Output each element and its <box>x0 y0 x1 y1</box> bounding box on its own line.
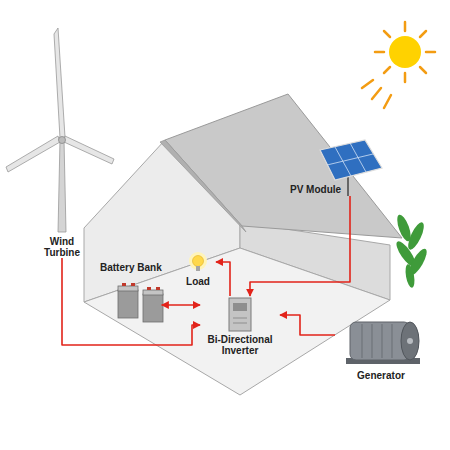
turbine-hub <box>59 137 66 144</box>
plant-leaf <box>404 263 416 288</box>
generator-fins-part <box>371 324 372 358</box>
pv-module-node: PV Module <box>290 138 382 196</box>
battery-top <box>143 290 163 295</box>
bulb-glass <box>193 256 204 267</box>
inverter-slot <box>233 318 247 319</box>
battery-terminal <box>156 287 160 290</box>
component-label: Load <box>180 276 216 287</box>
generator-node: Generator <box>335 312 427 381</box>
power-wire <box>250 196 350 296</box>
inverter-slot <box>233 323 247 324</box>
house-floor <box>84 248 390 395</box>
generator-end <box>401 322 419 360</box>
sun-rays-part <box>420 31 426 37</box>
power-wire <box>280 315 335 335</box>
power-wire <box>62 258 200 345</box>
generator-symbol <box>346 322 420 364</box>
sun-rays-part <box>362 80 373 88</box>
house-roof <box>165 94 402 238</box>
generator-fins-part <box>361 324 362 358</box>
sun-rays <box>362 22 435 108</box>
plant <box>393 213 430 288</box>
turbine-tower <box>58 140 66 232</box>
battery <box>118 290 138 318</box>
sun-rays-part <box>404 73 407 82</box>
turbine-blade <box>64 136 114 164</box>
bulb-base <box>196 266 200 271</box>
inverter-node: Bi-Directional Inverter <box>200 296 280 356</box>
battery-top <box>118 286 138 291</box>
component-label: Bi-Directional Inverter <box>200 334 280 356</box>
inverter-symbol <box>229 298 251 331</box>
generator-fins-part <box>391 324 392 358</box>
plant-leaf <box>405 220 427 251</box>
panel-grid-part <box>327 154 373 165</box>
power-wire <box>216 262 230 296</box>
sun-disc <box>389 36 421 68</box>
component-label: Battery Bank <box>100 262 162 273</box>
sun-rays-part <box>384 67 390 73</box>
inverter-display <box>233 303 247 311</box>
generator-fins-part <box>381 324 382 358</box>
turbine-blade <box>6 136 60 172</box>
load-node: Load <box>180 252 216 296</box>
sun-rays-part <box>426 51 435 54</box>
battery-terminal <box>131 283 135 286</box>
battery <box>143 294 163 322</box>
component-label: Wind Turbine <box>36 236 88 258</box>
generator-shaft <box>407 338 413 344</box>
power-wire <box>162 304 200 306</box>
sun-rays-part <box>404 22 407 31</box>
sun-rays-part <box>384 95 391 108</box>
battery-terminal <box>122 283 126 286</box>
battery-bank-symbol <box>118 283 163 322</box>
sun-rays-part <box>384 31 390 37</box>
component-label: Generator <box>335 370 427 381</box>
wind-turbine <box>6 28 114 232</box>
sun <box>362 22 435 108</box>
bulb <box>189 252 207 271</box>
sun-rays-part <box>375 51 384 54</box>
component-label: PV Module <box>290 184 382 195</box>
wind-turbine-node: Wind Turbine <box>36 236 88 258</box>
sun-rays-part <box>372 88 381 99</box>
roof-edge <box>160 140 246 232</box>
sun-rays-part <box>420 67 426 73</box>
panel-grid <box>327 143 373 176</box>
inverter-box <box>229 298 251 331</box>
turbine-blade <box>54 28 65 138</box>
panel-face <box>320 140 382 180</box>
battery-bank-node: Battery Bank <box>100 262 162 322</box>
bulb-glow <box>189 252 207 270</box>
generator-fins <box>362 324 392 358</box>
battery-terminal <box>147 287 151 290</box>
